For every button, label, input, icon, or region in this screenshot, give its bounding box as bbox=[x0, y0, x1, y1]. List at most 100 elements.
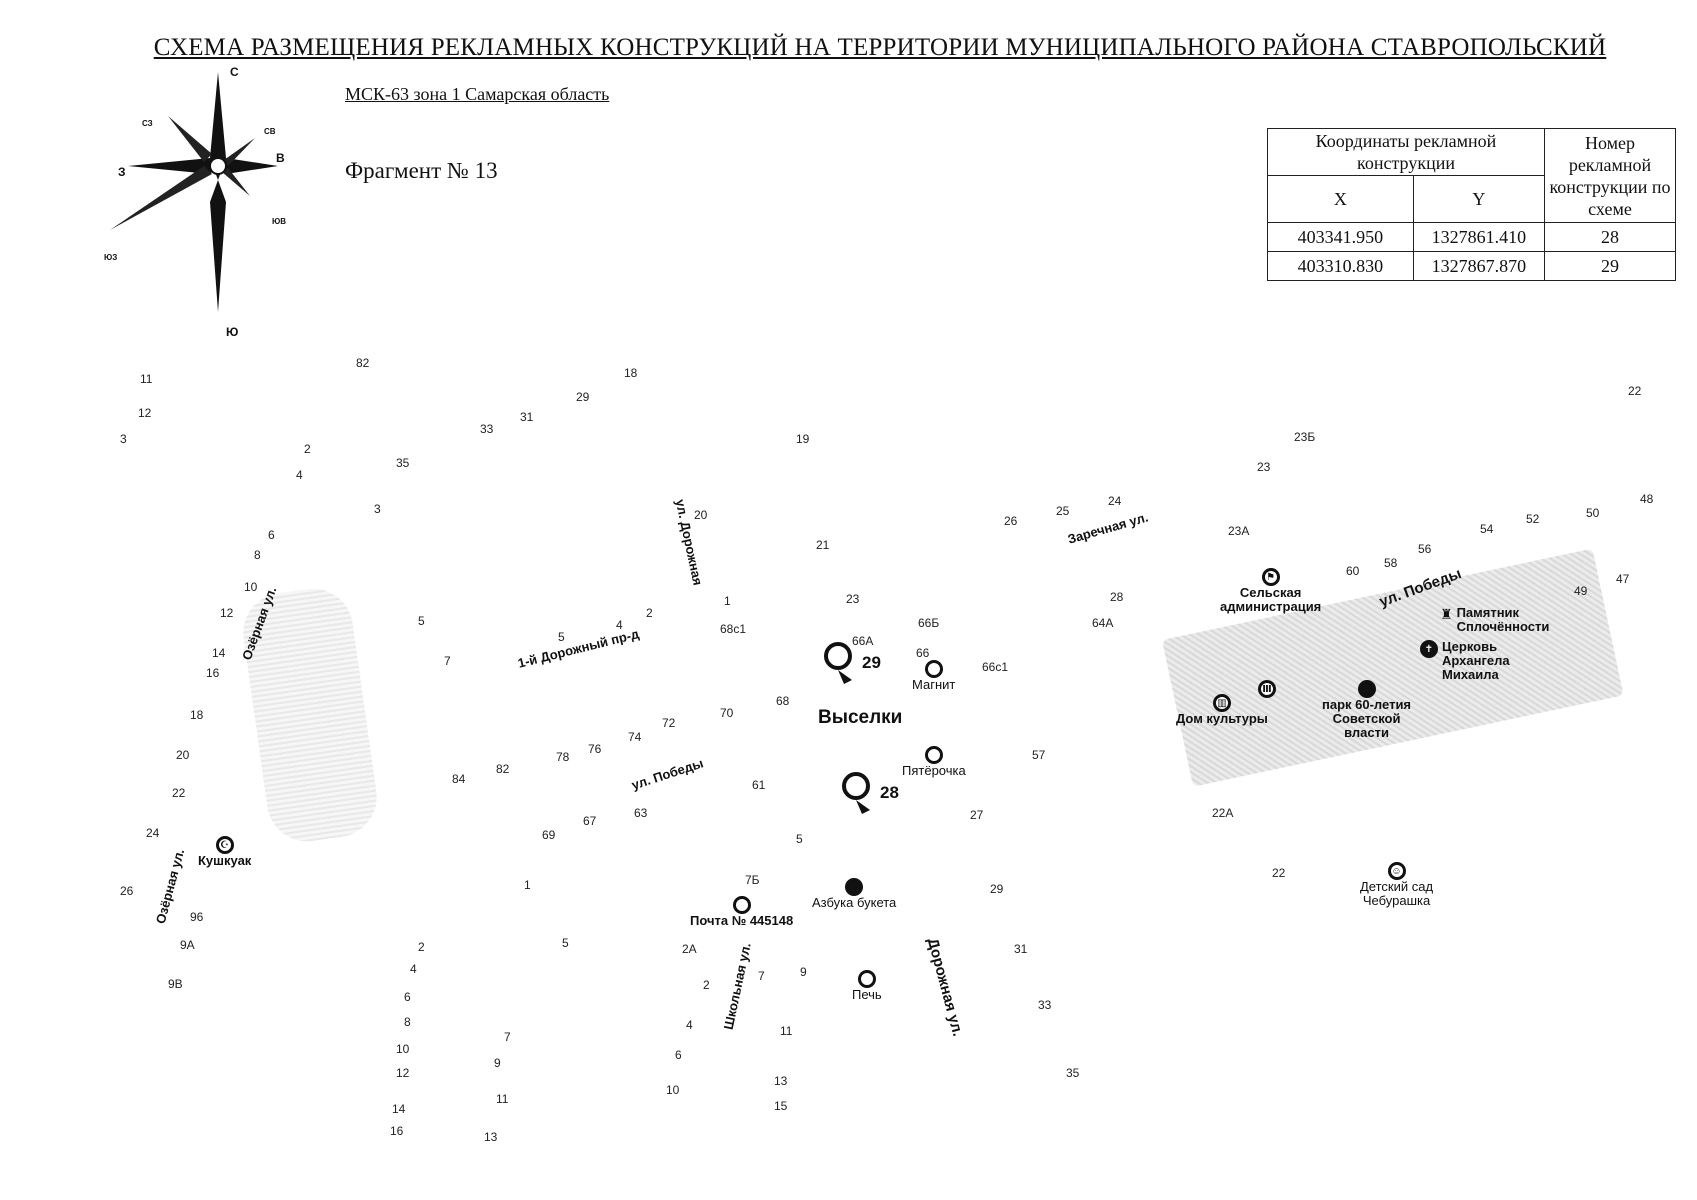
restaurant-icon bbox=[857, 970, 876, 988]
house-number: 8 bbox=[404, 1015, 411, 1029]
house-number: 57 bbox=[1032, 748, 1046, 762]
settlement-label: Выселки bbox=[818, 707, 903, 728]
table-cell-x: 403310.830 bbox=[1267, 251, 1414, 281]
house-number: 3 bbox=[374, 502, 381, 516]
compass-rose-icon: С Ю З В СЗ СВ ЮВ ЮЗ bbox=[104, 65, 286, 339]
poi-post-office[interactable]: Почта № 445148 bbox=[690, 896, 793, 928]
compass-w: З bbox=[118, 165, 126, 179]
house-number: 8 bbox=[254, 548, 261, 562]
poi-pyaterochka[interactable]: Пятёрочка bbox=[902, 746, 966, 778]
house-number: 4 bbox=[410, 962, 417, 976]
poi-kushkuak[interactable]: ☪ Кушкуак bbox=[198, 836, 251, 868]
house-number: 23 bbox=[1257, 460, 1271, 474]
house-number: 35 bbox=[1066, 1066, 1080, 1080]
poi-label: Кушкуак bbox=[198, 853, 252, 868]
poi-church[interactable]: ✝ Церковь Архангела Михаила bbox=[1420, 640, 1510, 682]
house-number: 68 bbox=[776, 694, 790, 708]
table-row: 403310.830 1327867.870 29 bbox=[1267, 251, 1676, 281]
house-number: 29 bbox=[990, 882, 1004, 896]
house-number: 7 bbox=[504, 1030, 511, 1044]
marker-number: 29 bbox=[862, 653, 881, 672]
house-number: 56 bbox=[1418, 542, 1432, 556]
flag-icon: ⚑ bbox=[1261, 568, 1280, 586]
compass-n: С bbox=[230, 65, 239, 79]
house-number: 24 bbox=[1108, 494, 1122, 508]
house-number: 66с1 bbox=[982, 660, 1009, 674]
page-title: СХЕМА РАЗМЕЩЕНИЯ РЕКЛАМНЫХ КОНСТРУКЦИЙ Н… bbox=[153, 34, 1607, 61]
house-number: 63 bbox=[634, 806, 648, 820]
house-number: 84 bbox=[452, 772, 466, 786]
house-number: 58 bbox=[1384, 556, 1398, 570]
table-cell-number: 28 bbox=[1544, 222, 1676, 252]
poi-label: Памятник Сплочённости bbox=[1456, 605, 1550, 634]
house-number: 2 bbox=[646, 606, 653, 620]
house-number: 1 bbox=[524, 878, 531, 892]
poi-magnit[interactable]: Магнит bbox=[912, 660, 955, 692]
park-icon bbox=[1357, 680, 1376, 698]
compass-e: В bbox=[276, 151, 285, 165]
advertising-marker-28[interactable]: 28 bbox=[840, 770, 899, 816]
house-number: 22А bbox=[1212, 806, 1234, 820]
house-number: 20 bbox=[694, 508, 708, 522]
poi-flower-shop[interactable]: Азбука букета bbox=[812, 878, 896, 910]
house-number: 5 bbox=[418, 614, 425, 628]
post-icon bbox=[732, 896, 751, 914]
house-number: 70 bbox=[720, 706, 734, 720]
house-number: 2 bbox=[418, 940, 425, 954]
advertising-marker-29[interactable]: 29 bbox=[822, 640, 881, 686]
house-number: 14 bbox=[392, 1102, 406, 1116]
house-number: 78 bbox=[556, 750, 570, 764]
house-number: 66Б bbox=[918, 616, 940, 630]
house-number: 33 bbox=[480, 422, 494, 436]
poi-label: Печь bbox=[852, 987, 882, 1002]
street-label: Школьная ул. bbox=[720, 941, 754, 1032]
house-number: 3 bbox=[120, 432, 127, 446]
house-number: 64А bbox=[1092, 616, 1114, 630]
house-number: 31 bbox=[520, 410, 534, 424]
poi-label: Церковь Архангела Михаила bbox=[1442, 639, 1510, 682]
poi-park[interactable]: парк 60-летия Советской власти bbox=[1322, 680, 1411, 740]
house-number: 16 bbox=[206, 666, 220, 680]
house-number: 11 bbox=[496, 1092, 509, 1106]
house-number: 5 bbox=[558, 630, 565, 644]
house-number: 14 bbox=[212, 646, 226, 660]
museum-icon: Ⅲ bbox=[1258, 680, 1276, 698]
house-number: 29 bbox=[576, 390, 590, 404]
house-number: 12 bbox=[138, 406, 152, 420]
table-cell-y: 1327861.410 bbox=[1412, 222, 1546, 252]
house-number: 7 bbox=[758, 969, 765, 983]
house-number: 6 bbox=[268, 528, 275, 542]
monument-icon: ♜ bbox=[1440, 606, 1453, 622]
house-number: 22 bbox=[1272, 866, 1286, 880]
house-number: 66 bbox=[916, 646, 930, 660]
compass-s: Ю bbox=[226, 325, 238, 339]
house-number: 52 bbox=[1526, 512, 1540, 526]
poi-monument[interactable]: ♜ Памятник Сплочённости bbox=[1440, 606, 1549, 634]
poi-label: Сельская администрация bbox=[1220, 585, 1322, 614]
theater-icon: ▥ bbox=[1212, 694, 1231, 712]
marker-number: 28 bbox=[880, 783, 899, 802]
poi-kindergarten[interactable]: ☺ Детский сад Чебурашка bbox=[1360, 862, 1433, 908]
table-cell-number: 29 bbox=[1544, 251, 1676, 281]
poi-village-administration[interactable]: ⚑ Сельская администрация bbox=[1220, 568, 1321, 614]
house-number: 9А bbox=[180, 938, 195, 952]
poi-house-of-culture[interactable]: ▥ Дом культуры bbox=[1176, 694, 1268, 726]
compass-nw: СЗ bbox=[142, 119, 153, 128]
poi-pech[interactable]: Печь bbox=[852, 970, 882, 1002]
house-number: 96 bbox=[190, 910, 204, 924]
house-number: 61 bbox=[752, 778, 766, 792]
house-number: 2 bbox=[703, 978, 710, 992]
house-number: 54 bbox=[1480, 522, 1494, 536]
street-label: Дорожная ул. bbox=[923, 936, 967, 1039]
house-number: 28 bbox=[1110, 590, 1124, 604]
house-number: 15 bbox=[774, 1099, 788, 1113]
poi-museum-icon-holder[interactable]: Ⅲ bbox=[1258, 680, 1276, 698]
house-number: 6 bbox=[404, 990, 411, 1004]
house-number: 5 bbox=[796, 832, 803, 846]
house-number: 68с1 bbox=[720, 622, 747, 636]
house-number: 16 bbox=[390, 1124, 404, 1138]
poi-label: Магнит bbox=[912, 677, 956, 692]
compass-ne: СВ bbox=[264, 127, 276, 136]
poi-label: парк 60-летия Советской власти bbox=[1322, 697, 1412, 740]
poi-label: Почта № 445148 bbox=[690, 913, 794, 928]
